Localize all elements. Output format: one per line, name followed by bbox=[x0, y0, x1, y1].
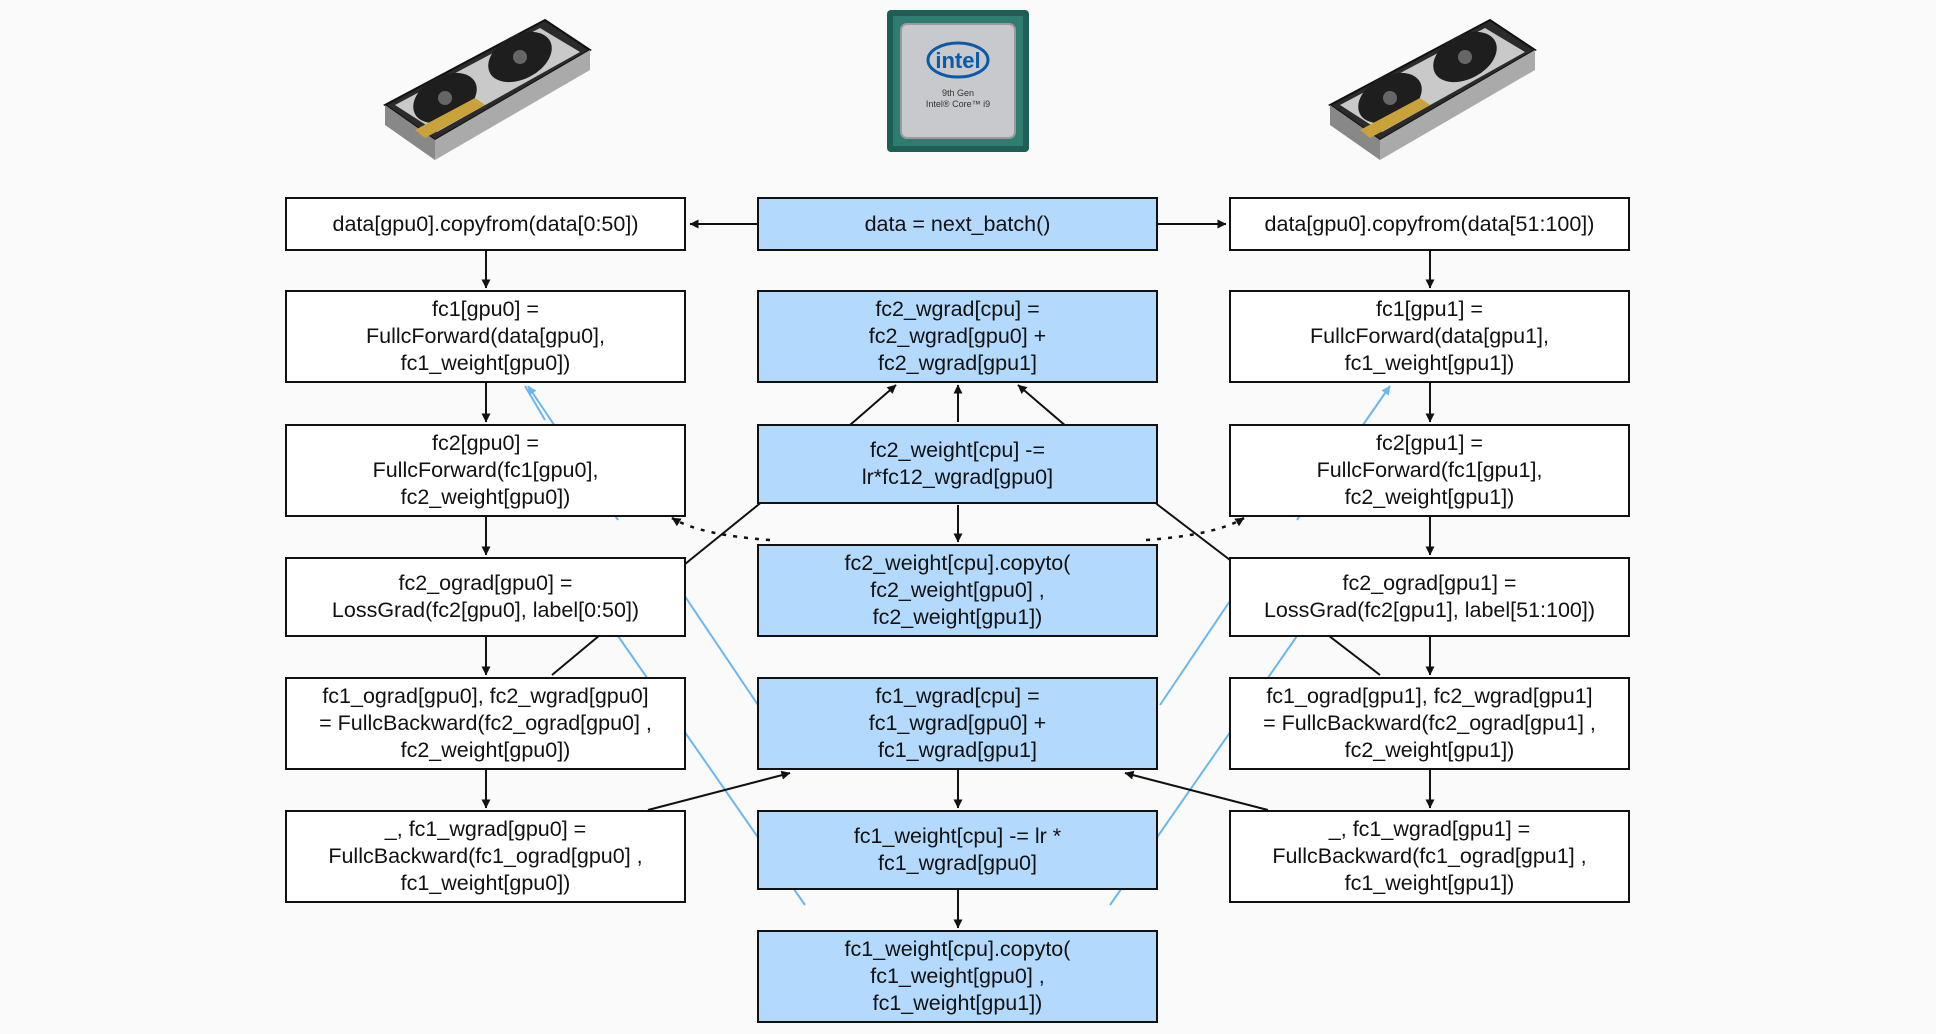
box-C4: fc1_wgrad[cpu] = fc1_wgrad[gpu0] + fc1_w… bbox=[757, 677, 1158, 770]
box-L2: fc2[gpu0] = FullcForward(fc1[gpu0], fc2_… bbox=[285, 424, 686, 517]
box-L3-text: fc2_ograd[gpu0] = LossGrad(fc2[gpu0], la… bbox=[331, 571, 640, 622]
box-R0-text: data[gpu0].copyfrom(data[51:100]) bbox=[1264, 211, 1595, 236]
cpu-gen-text: 9th Gen bbox=[942, 88, 974, 98]
dotted-copy-arrow-right bbox=[1145, 516, 1245, 542]
box-C3: fc2_weight[cpu].copyto( fc2_weight[gpu0]… bbox=[757, 544, 1158, 637]
box-C2-text: fc2_weight[cpu] -= lr*fc12_wgrad[gpu0] bbox=[861, 438, 1054, 489]
box-C2: fc2_weight[cpu] -= lr*fc12_wgrad[gpu0] bbox=[757, 424, 1158, 504]
box-R0: data[gpu0].copyfrom(data[51:100]) bbox=[1229, 197, 1630, 251]
cpu-brand-text: intel bbox=[935, 48, 980, 73]
box-L4: fc1_ograd[gpu0], fc2_wgrad[gpu0] = Fullc… bbox=[285, 677, 686, 770]
gpu1-graphics-card-icon bbox=[1328, 18, 1537, 160]
box-C3-text: fc2_weight[cpu].copyto( fc2_weight[gpu0]… bbox=[844, 551, 1071, 629]
box-L0-text: data[gpu0].copyfrom(data[0:50]) bbox=[332, 211, 639, 236]
gpu0-graphics-card-icon bbox=[383, 18, 592, 160]
box-L3: fc2_ograd[gpu0] = LossGrad(fc2[gpu0], la… bbox=[285, 557, 686, 637]
cpu-chip-icon: intel 9th Gen Intel® Core™ i9 bbox=[887, 10, 1029, 152]
box-C6: fc1_weight[cpu].copyto( fc1_weight[gpu0]… bbox=[757, 930, 1158, 1023]
box-C5: fc1_weight[cpu] -= lr * fc1_wgrad[gpu0] bbox=[757, 810, 1158, 890]
box-C1: fc2_wgrad[cpu] = fc2_wgrad[gpu0] + fc2_w… bbox=[757, 290, 1158, 383]
box-R2: fc2[gpu1] = FullcForward(fc1[gpu1], fc2_… bbox=[1229, 424, 1630, 517]
box-C4-text: fc1_wgrad[cpu] = fc1_wgrad[gpu0] + fc1_w… bbox=[868, 684, 1047, 762]
box-R5-text: _, fc1_wgrad[gpu1] = FullcBackward(fc1_o… bbox=[1272, 817, 1587, 895]
arrow-L5-C4 bbox=[647, 770, 791, 811]
sync-line-left-fc1-up bbox=[524, 385, 546, 421]
cpu-model-text: Intel® Core™ i9 bbox=[926, 99, 990, 109]
box-L0: data[gpu0].copyfrom(data[0:50]) bbox=[285, 197, 686, 251]
sync-line-right-fc2 bbox=[1159, 591, 1237, 706]
dotted-copy-arrow-left bbox=[671, 516, 771, 542]
sync-line-left-fc2 bbox=[681, 591, 759, 706]
box-R5: _, fc1_wgrad[gpu1] = FullcBackward(fc1_o… bbox=[1229, 810, 1630, 903]
box-R2-text: fc2[gpu1] = FullcForward(fc1[gpu1], fc2_… bbox=[1316, 431, 1543, 509]
box-R3: fc2_ograd[gpu1] = LossGrad(fc2[gpu1], la… bbox=[1229, 557, 1630, 637]
box-C0: data = next_batch() bbox=[757, 197, 1158, 251]
box-C6-text: fc1_weight[cpu].copyto( fc1_weight[gpu0]… bbox=[844, 937, 1071, 1015]
box-L1-text: fc1[gpu0] = FullcForward(data[gpu0], fc1… bbox=[366, 297, 605, 375]
box-L2-text: fc2[gpu0] = FullcForward(fc1[gpu0], fc2_… bbox=[372, 431, 599, 509]
box-L5-text: _, fc1_wgrad[gpu0] = FullcBackward(fc1_o… bbox=[328, 817, 643, 895]
box-C0-text: data = next_batch() bbox=[864, 211, 1051, 236]
box-R1: fc1[gpu1] = FullcForward(data[gpu1], fc1… bbox=[1229, 290, 1630, 383]
box-R3-text: fc2_ograd[gpu1] = LossGrad(fc2[gpu1], la… bbox=[1263, 571, 1596, 622]
arrow-R5-C4 bbox=[1124, 770, 1269, 811]
box-R4: fc1_ograd[gpu1], fc2_wgrad[gpu1] = Fullc… bbox=[1229, 677, 1630, 770]
box-C1-text: fc2_wgrad[cpu] = fc2_wgrad[gpu0] + fc2_w… bbox=[868, 297, 1047, 375]
box-R4-text: fc1_ograd[gpu1], fc2_wgrad[gpu1] = Fullc… bbox=[1263, 684, 1596, 762]
box-L4-text: fc1_ograd[gpu0], fc2_wgrad[gpu0] = Fullc… bbox=[319, 684, 652, 762]
box-R1-text: fc1[gpu1] = FullcForward(data[gpu1], fc1… bbox=[1310, 297, 1549, 375]
box-L5: _, fc1_wgrad[gpu0] = FullcBackward(fc1_o… bbox=[285, 810, 686, 903]
box-L1: fc1[gpu0] = FullcForward(data[gpu0], fc1… bbox=[285, 290, 686, 383]
box-C5-text: fc1_weight[cpu] -= lr * fc1_wgrad[gpu0] bbox=[853, 824, 1062, 875]
